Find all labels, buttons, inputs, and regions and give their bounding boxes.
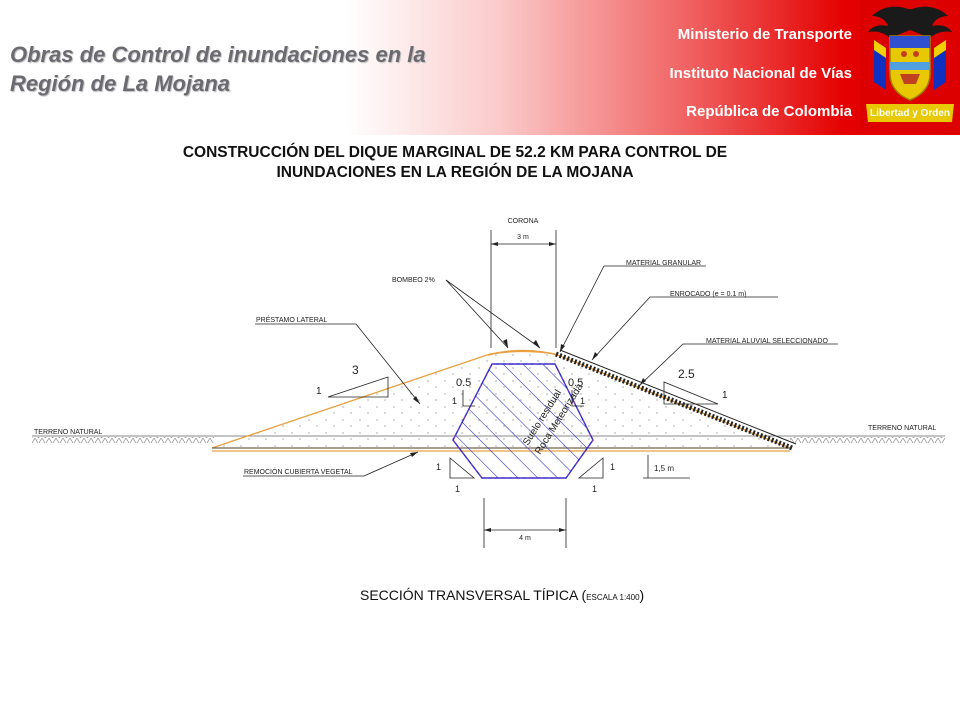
corona-arrow-right <box>549 242 556 246</box>
slope-right-h: 2.5 <box>678 367 695 381</box>
prestamo-lateral-leader <box>255 323 421 405</box>
corona-label: CORONA <box>508 218 539 225</box>
diagram-title-line1: CONSTRUCCIÓN DEL DIQUE MARGINAL DE 52.2 … <box>182 144 728 161</box>
org-republic: República de Colombia <box>686 103 852 120</box>
corona-arrow-left <box>491 242 498 246</box>
enrocado-arrow <box>592 352 598 360</box>
material-aluvial-label: MATERIAL ALUVIAL SELECCIONADO <box>706 338 828 345</box>
slope-triangle-left <box>327 376 389 398</box>
trench-depth-label: 1,5 m <box>654 464 674 473</box>
base-arrow-left <box>484 528 491 532</box>
material-granular-label: MATERIAL GRANULAR <box>626 260 701 267</box>
section-title: SECCIÓN TRANSVERSAL TÍPICA (ESCALA 1:400… <box>360 587 644 603</box>
material-aluvial-arrow <box>640 378 646 385</box>
remocion-label: REMOCIÓN CUBIERTA VEGETAL <box>244 467 353 476</box>
section-title-close: ) <box>640 587 645 603</box>
core-right-h: 0.5 <box>568 377 583 389</box>
slope-left-v: 1 <box>316 386 322 397</box>
bombeo-leader-2 <box>445 279 541 349</box>
base-arrow-right <box>559 528 566 532</box>
trench-triangle-right <box>577 457 604 479</box>
prestamo-lateral-arrow <box>413 396 420 404</box>
trench-left-h: 1 <box>455 484 460 494</box>
main-title-line1: Obras de Control de inundaciones en la <box>10 42 426 67</box>
motto-text: Libertad y Orden <box>869 108 950 119</box>
slope-left-h: 3 <box>352 363 359 377</box>
enrocado-leader <box>591 296 778 361</box>
diagram-title-line2: INUNDACIONES EN LA REGIÓN DE LA MOJANA <box>276 164 634 181</box>
core-left-v: 1 <box>452 396 457 406</box>
slope-right-v: 1 <box>722 390 728 401</box>
core-outline-magenta <box>452 363 594 479</box>
remocion-leader <box>243 451 419 477</box>
section-title-main: SECCIÓN TRANSVERSAL TÍPICA ( <box>360 587 586 603</box>
prestamo-lateral-label: PRÉSTAMO LATERAL <box>256 315 327 324</box>
bombeo-label: BOMBEO 2% <box>392 277 435 284</box>
bombeo-arrow-2 <box>533 340 540 348</box>
terreno-natural-left-label: TERRENO NATURAL <box>34 429 102 436</box>
core-slope-right-marker <box>571 390 584 407</box>
trench-left-v: 1 <box>436 462 441 472</box>
core-slope-left-marker <box>462 390 475 407</box>
main-title: Obras de Control de inundaciones en la R… <box>10 40 426 98</box>
main-title-line2: Región de La Mojana <box>10 71 231 96</box>
remocion-arrow <box>410 452 418 457</box>
corona-width-label: 3 m <box>517 234 529 241</box>
bombeo-leader-1 <box>445 279 509 349</box>
core-right-v: 1 <box>580 396 585 406</box>
section-title-scale: ESCALA 1:400 <box>586 593 640 602</box>
coat-of-arms-icon: Libertad y Orden <box>860 0 960 130</box>
trench-right-h: 1 <box>592 484 597 494</box>
header-banner <box>0 0 960 135</box>
bombeo-arrow-1 <box>503 339 508 348</box>
terreno-natural-right-label: TERRENO NATURAL <box>868 425 936 432</box>
material-granular-leader <box>559 265 706 353</box>
material-granular-arrow <box>560 344 565 352</box>
org-ministry: Ministerio de Transporte <box>677 26 852 43</box>
slope-triangle-right <box>663 381 719 405</box>
trench-triangle-left <box>449 457 476 479</box>
base-width-label: 4 m <box>519 535 531 542</box>
crown-surface <box>487 349 559 356</box>
ground-strip-right <box>790 437 945 443</box>
core-left-h: 0.5 <box>456 377 471 389</box>
enrocado-label: ENROCADO (e = 0.1 m) <box>670 291 746 298</box>
ground-strip-left <box>32 437 214 443</box>
trench-right-v: 1 <box>610 462 615 472</box>
org-institute: Instituto Nacional de Vías <box>669 65 852 82</box>
diagram-title: CONSTRUCCIÓN DEL DIQUE MARGINAL DE 52.2 … <box>0 143 910 183</box>
material-aluvial-leader <box>639 343 838 386</box>
riprap-edge <box>559 349 797 445</box>
